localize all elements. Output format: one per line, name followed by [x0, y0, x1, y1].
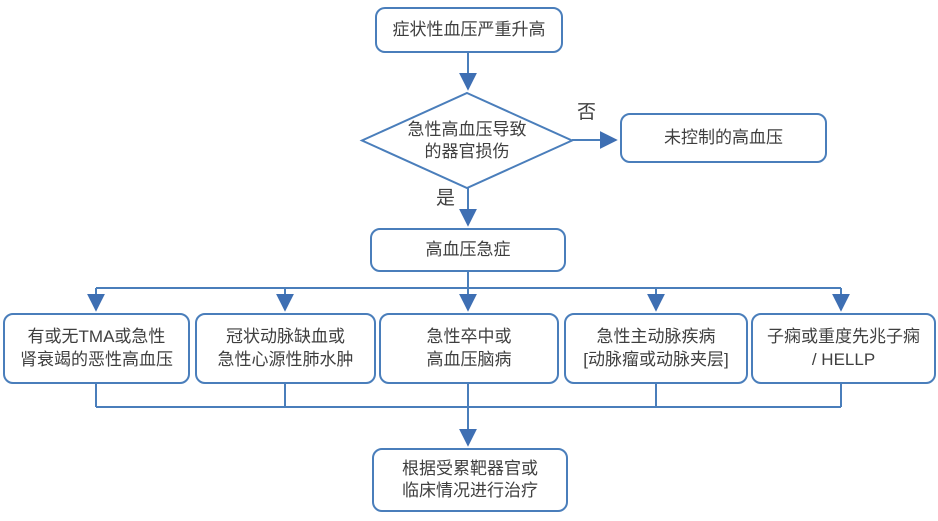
edge-label-yes: 是: [436, 188, 456, 209]
cause-aortic-disease-node: 急性主动脉疾病 [动脉瘤或动脉夹层]: [564, 313, 748, 384]
treatment-node: 根据受累靶器官或 临床情况进行治疗: [372, 448, 568, 512]
merge-rail: [95, 384, 842, 408]
decision-node: 急性高血压导致 的器官损伤: [407, 119, 527, 161]
cause-acute-stroke-node: 急性卒中或 高血压脑病: [379, 313, 559, 384]
start-node: 症状性血压严重升高: [375, 7, 563, 53]
uncontrolled-hypertension-node: 未控制的高血压: [620, 113, 827, 163]
branch-rail: [96, 272, 841, 289]
edge-label-no: 否: [577, 102, 597, 123]
cause-malignant-hypertension-node: 有或无TMA或急性 肾衰竭的恶性高血压: [3, 313, 190, 384]
hypertensive-emergency-node: 高血压急症: [370, 228, 566, 272]
cause-coronary-ischemia-node: 冠状动脉缺血或 急性心源性肺水肿: [195, 313, 376, 384]
cause-eclampsia-hellp-node: 子痫或重度先兆子痫 / HELLP: [751, 313, 936, 384]
